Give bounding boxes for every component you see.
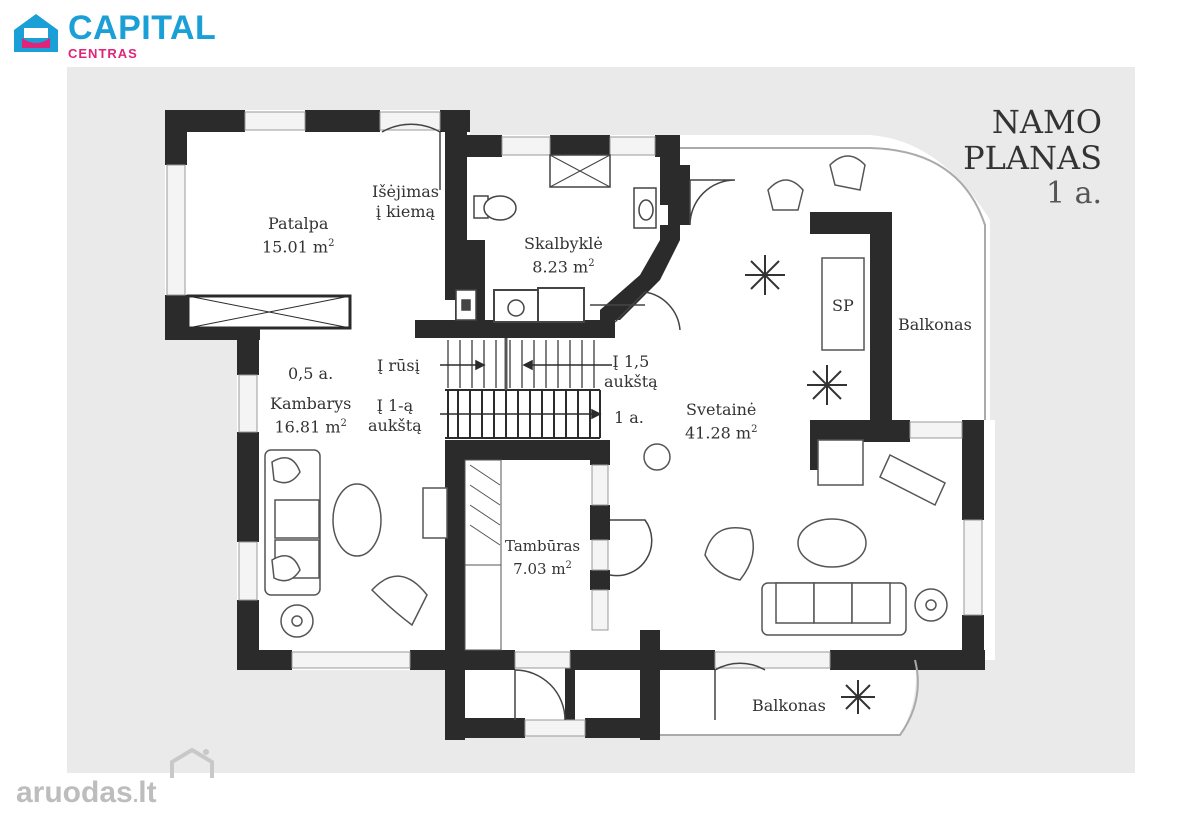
label-to-1-5-floor: Į 1,5 aukštą — [604, 352, 658, 391]
logo-sub-text: CENTRAS — [68, 46, 138, 61]
watermark-suffix: lt — [138, 776, 157, 809]
label-isejimas: Išėjimas į kiemą — [372, 182, 439, 221]
brand-logo: CAPITAL CENTRAS — [10, 8, 230, 62]
room-kambarys: Kambarys 16.81 m2 — [270, 394, 351, 437]
storage-unit — [186, 294, 352, 330]
watermark-text: aruodas — [16, 776, 133, 809]
house-logo-icon — [14, 14, 58, 52]
living-room-furniture — [643, 155, 948, 636]
label-balkonas-bottom: Balkonas — [752, 696, 826, 715]
staircase — [440, 338, 612, 440]
room-patalpa: Patalpa 15.01 m2 — [262, 214, 334, 257]
room-kambarys-level: 0,5 a. — [288, 364, 334, 383]
bedroom-furniture — [264, 449, 448, 638]
label-sp: SP — [832, 296, 854, 315]
room-patalpa-name: Patalpa — [267, 214, 329, 233]
room-patalpa-area: 15.01 m2 — [262, 237, 335, 257]
label-to-basement: Į rūsį — [377, 356, 420, 375]
label-balkonas-right: Balkonas — [898, 315, 972, 334]
label-to-1-floor: Į 1-ą aukštą — [368, 396, 422, 435]
doors — [381, 123, 766, 721]
room-skalbykle: Skalbyklė 8.23 m2 — [524, 234, 603, 277]
room-tamburas-area: 7.03 m2 — [513, 560, 572, 578]
logo-brand-text: CAPITAL — [68, 9, 217, 47]
aruodas-watermark: aruodas.lt — [16, 747, 214, 810]
room-svetaine-name: Svetainė — [686, 400, 757, 419]
room-svetaine: Svetainė 41.28 m2 — [685, 400, 757, 443]
plan-title-line2: PLANAS — [963, 139, 1102, 177]
room-skalbykle-name: Skalbyklė — [524, 234, 603, 253]
label-floor-1: 1 a. — [614, 408, 644, 427]
room-kambarys-area: 16.81 m2 — [274, 417, 347, 437]
plan-title-floor: 1 a. — [1045, 176, 1102, 211]
room-svetaine-area: 41.28 m2 — [685, 423, 758, 443]
closet — [464, 459, 502, 651]
plan-title: NAMO PLANAS 1 a. — [963, 104, 1102, 212]
balcony-railing — [660, 147, 986, 736]
room-tamburas-name: Tambūras — [505, 537, 581, 555]
room-skalbykle-area: 8.23 m2 — [532, 257, 595, 277]
room-tamburas: Tambūras 7.03 m2 — [505, 536, 580, 579]
plant-icons — [745, 255, 875, 714]
house-watermark-icon — [170, 747, 214, 778]
plan-title-line1: NAMO — [991, 103, 1102, 141]
room-kambarys-name: Kambarys — [270, 394, 352, 413]
laundry-fixtures — [455, 154, 657, 323]
